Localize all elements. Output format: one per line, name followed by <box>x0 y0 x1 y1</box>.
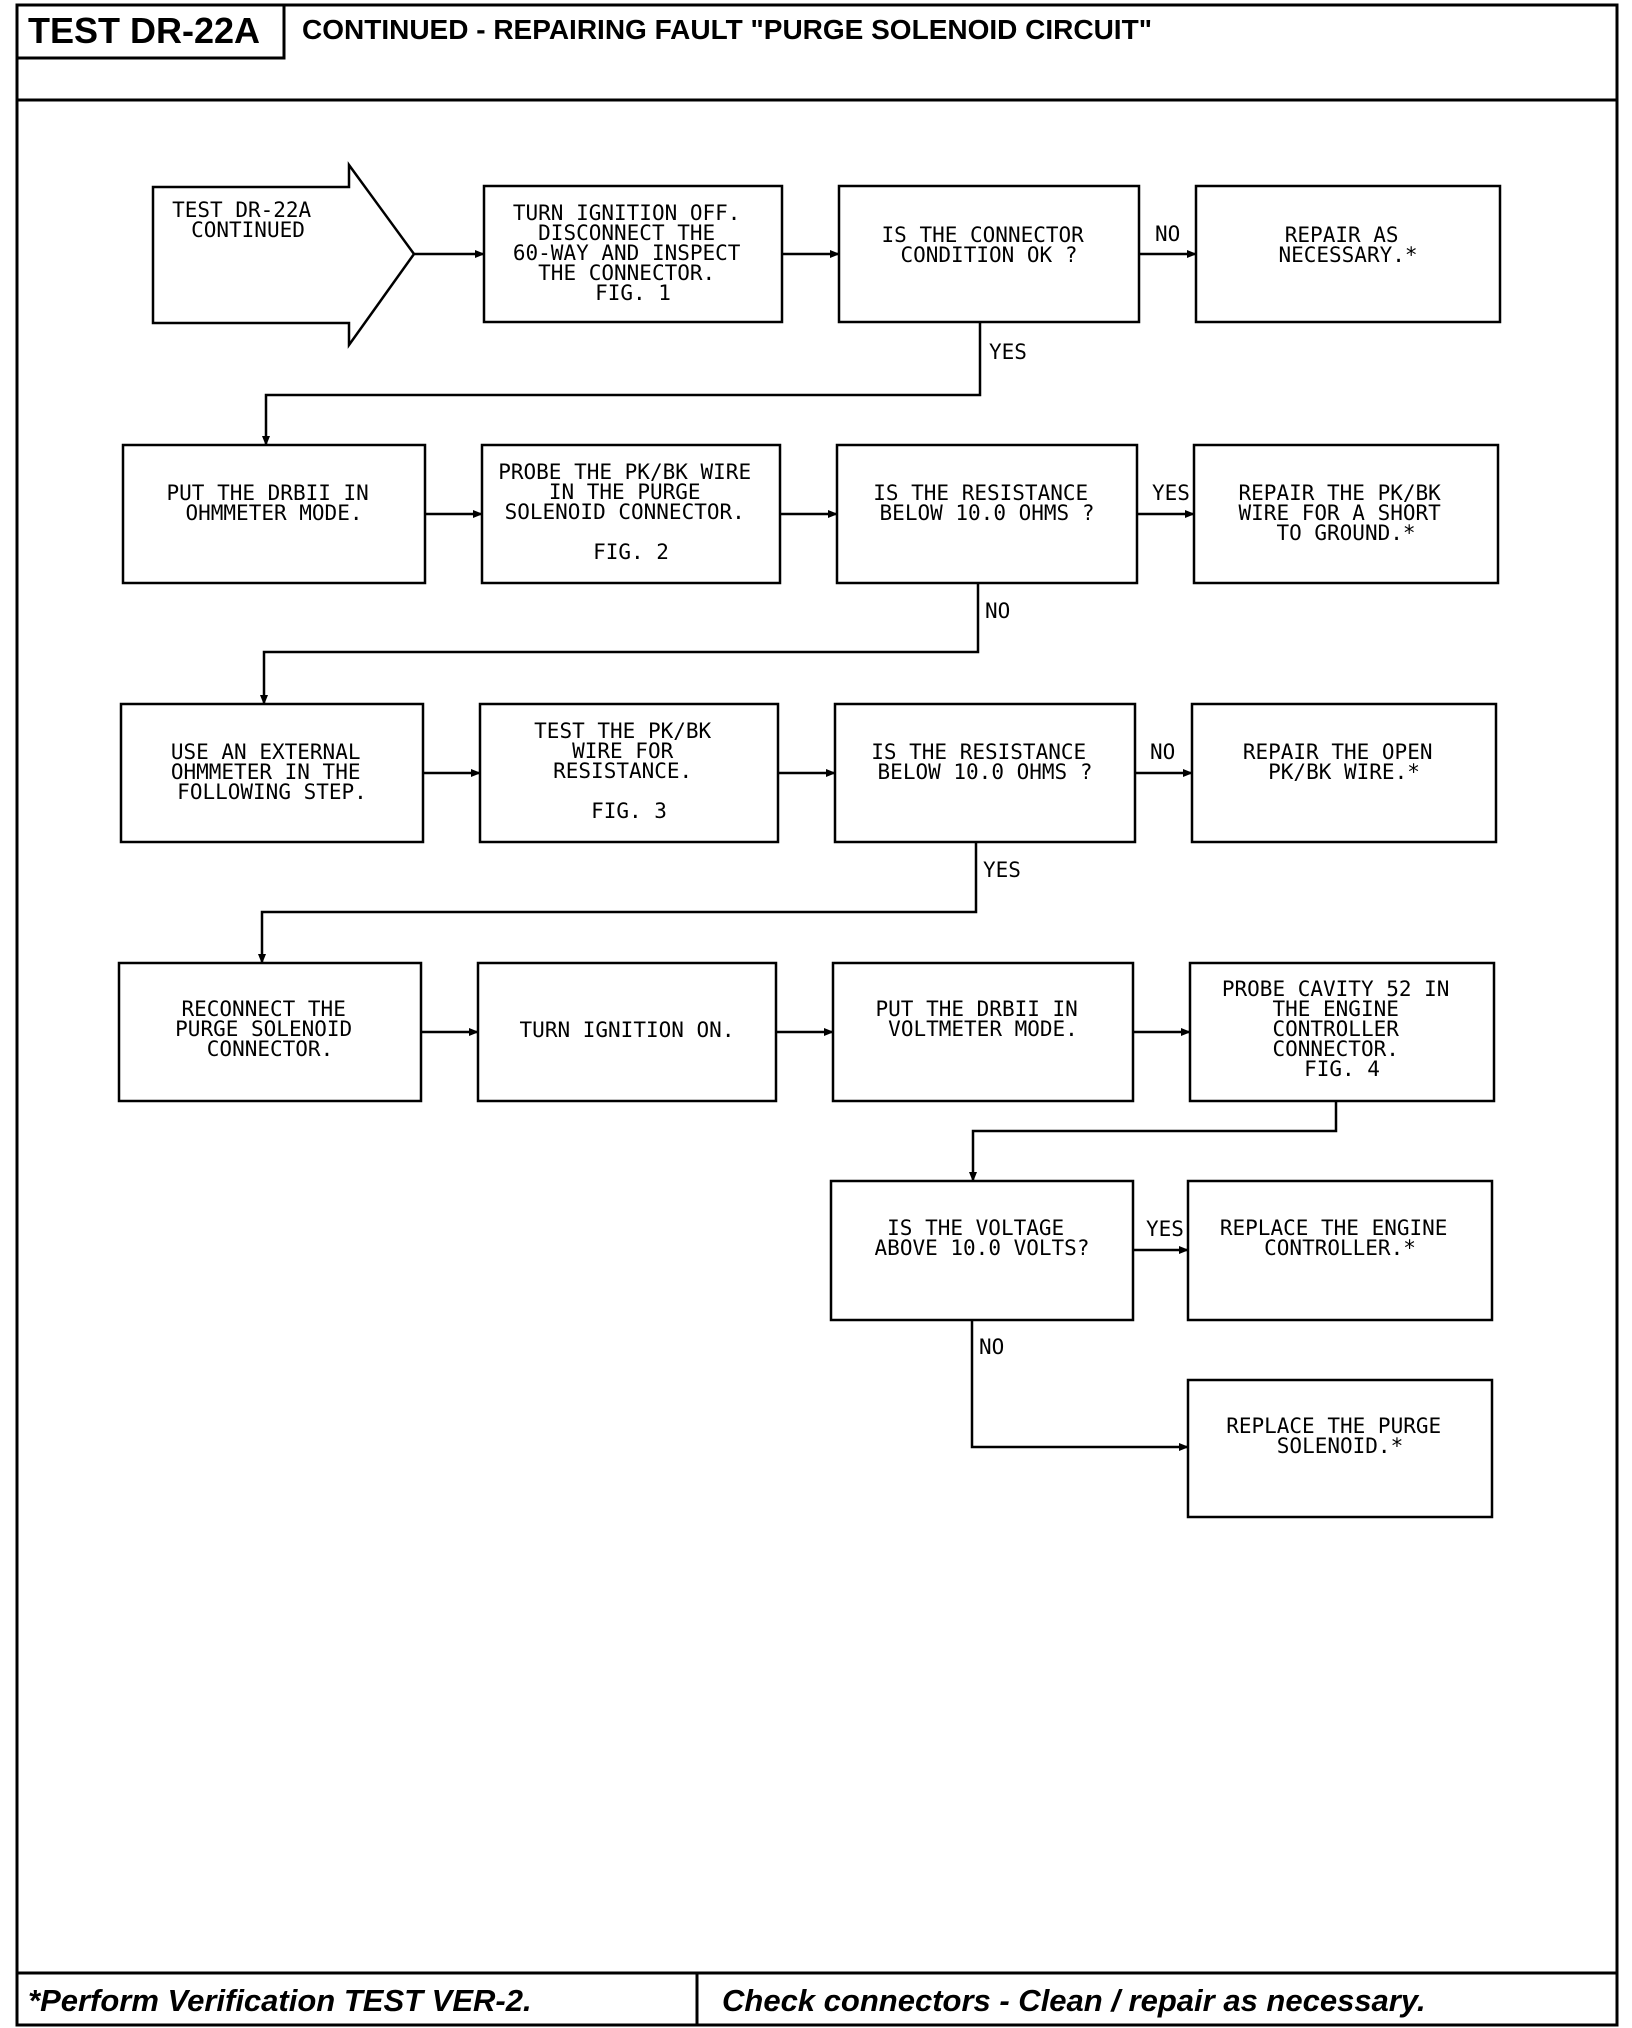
step-replace-purge-solenoid: REPLACE THE PURGE SOLENOID.* <box>1186 1378 1494 1519</box>
step-repair-as-necessary-text: REPAIR AS NECESSARY.* <box>1278 223 1417 267</box>
connectors <box>258 250 1338 1451</box>
page-frame <box>15 3 1619 2027</box>
connector-n10-yes <box>258 842 978 964</box>
step-probe-pkbk-purge: PROBE THE PK/BK WIRE IN THE PURGE SOLENO… <box>480 443 782 585</box>
header-test-id-box <box>15 3 286 60</box>
edge-labels: NO YES YES NO NO YES YES NO <box>979 222 1190 1359</box>
label-n2-no: NO <box>1155 222 1180 246</box>
step-repair-short-text: REPAIR THE PK/BK WIRE FOR A SHORT TO GRO… <box>1239 481 1454 545</box>
header-test-id: TEST DR-22A <box>28 10 260 51</box>
decision-connector-ok-text: IS THE CONNECTOR CONDITION OK ? <box>882 223 1097 267</box>
step-repair-open: REPAIR THE OPEN PK/BK WIRE.* <box>1190 702 1498 844</box>
label-n10-yes: YES <box>983 858 1021 882</box>
footer-connector-note: Check connectors - Clean / repair as nec… <box>722 1983 1426 2018</box>
step-replace-controller-text: REPLACE THE ENGINE CONTROLLER.* <box>1220 1216 1460 1260</box>
step-test-pkbk-resistance-text: TEST THE PK/BK WIRE FOR RESISTANCE. FIG.… <box>534 719 724 823</box>
start-arrow-shape <box>151 161 416 349</box>
decision-resistance-2: IS THE RESISTANCE BELOW 10.0 OHMS ? <box>833 702 1137 844</box>
label-n16-yes: YES <box>1146 1217 1184 1241</box>
label-n16-no: NO <box>979 1335 1004 1359</box>
connector-n16-no <box>970 1320 1189 1451</box>
decision-resistance-2-text: IS THE RESISTANCE BELOW 10.0 OHMS ? <box>871 740 1099 784</box>
step-test-pkbk-resistance: TEST THE PK/BK WIRE FOR RESISTANCE. FIG.… <box>478 702 780 844</box>
step-repair-as-necessary: REPAIR AS NECESSARY.* <box>1194 184 1502 324</box>
decision-connector-ok: IS THE CONNECTOR CONDITION OK ? <box>837 184 1141 324</box>
step-probe-pkbk-purge-text: PROBE THE PK/BK WIRE IN THE PURGE SOLENO… <box>498 460 764 564</box>
step-drbii-ohmmeter-text: PUT THE DRBII IN OHMMETER MODE. <box>167 481 382 525</box>
step-replace-controller: REPLACE THE ENGINE CONTROLLER.* <box>1186 1179 1494 1322</box>
label-n10-no: NO <box>1150 740 1175 764</box>
step-disconnect-inspect: TURN IGNITION OFF. DISCONNECT THE 60-WAY… <box>482 184 784 324</box>
step-external-ohmmeter: USE AN EXTERNAL OHMMETER IN THE FOLLOWIN… <box>119 702 425 844</box>
header-title: CONTINUED - REPAIRING FAULT "PURGE SOLEN… <box>302 14 1152 45</box>
footer-verification-note: *Perform Verification TEST VER-2. <box>28 1983 532 2018</box>
step-ignition-on: TURN IGNITION ON. <box>476 961 778 1103</box>
decision-voltage-text: IS THE VOLTAGE ABOVE 10.0 VOLTS? <box>875 1216 1090 1260</box>
step-probe-cavity-52: PROBE CAVITY 52 IN THE ENGINE CONTROLLER… <box>1188 961 1496 1103</box>
decision-resistance-1: IS THE RESISTANCE BELOW 10.0 OHMS ? <box>835 443 1139 585</box>
connector-n15-to-n16 <box>969 1101 1338 1182</box>
step-ignition-on-text: TURN IGNITION ON. <box>520 1018 735 1042</box>
step-drbii-voltmeter-text: PUT THE DRBII IN VOLTMETER MODE. <box>876 997 1091 1041</box>
footer: *Perform Verification TEST VER-2. Check … <box>17 1971 1617 2025</box>
step-replace-purge-solenoid-text: REPLACE THE PURGE SOLENOID.* <box>1226 1414 1454 1458</box>
header: TEST DR-22A CONTINUED - REPAIRING FAULT … <box>15 3 1617 102</box>
step-drbii-voltmeter: PUT THE DRBII IN VOLTMETER MODE. <box>831 961 1135 1103</box>
start-arrow: TEST DR-22A CONTINUED <box>151 161 416 349</box>
step-external-ohmmeter-text: USE AN EXTERNAL OHMMETER IN THE FOLLOWIN… <box>171 740 373 804</box>
start-arrow-label: TEST DR-22A CONTINUED <box>172 198 324 242</box>
step-probe-cavity-52-text: PROBE CAVITY 52 IN THE ENGINE CONTROLLER… <box>1222 977 1462 1081</box>
label-n6-no: NO <box>985 599 1010 623</box>
connector-n6-no <box>260 583 980 705</box>
step-drbii-ohmmeter: PUT THE DRBII IN OHMMETER MODE. <box>121 443 427 585</box>
step-repair-open-text: REPAIR THE OPEN PK/BK WIRE.* <box>1243 740 1445 784</box>
step-reconnect-purge: RECONNECT THE PURGE SOLENOID CONNECTOR. <box>117 961 423 1103</box>
label-n2-yes: YES <box>989 340 1027 364</box>
decision-resistance-1-text: IS THE RESISTANCE BELOW 10.0 OHMS ? <box>873 481 1101 525</box>
step-disconnect-inspect-text: TURN IGNITION OFF. DISCONNECT THE 60-WAY… <box>513 201 753 305</box>
step-reconnect-purge-text: RECONNECT THE PURGE SOLENOID CONNECTOR. <box>175 997 365 1061</box>
label-n6-yes: YES <box>1152 481 1190 505</box>
step-repair-short: REPAIR THE PK/BK WIRE FOR A SHORT TO GRO… <box>1192 443 1500 585</box>
connector-n2-yes <box>262 322 982 446</box>
decision-voltage: IS THE VOLTAGE ABOVE 10.0 VOLTS? <box>829 1179 1135 1322</box>
